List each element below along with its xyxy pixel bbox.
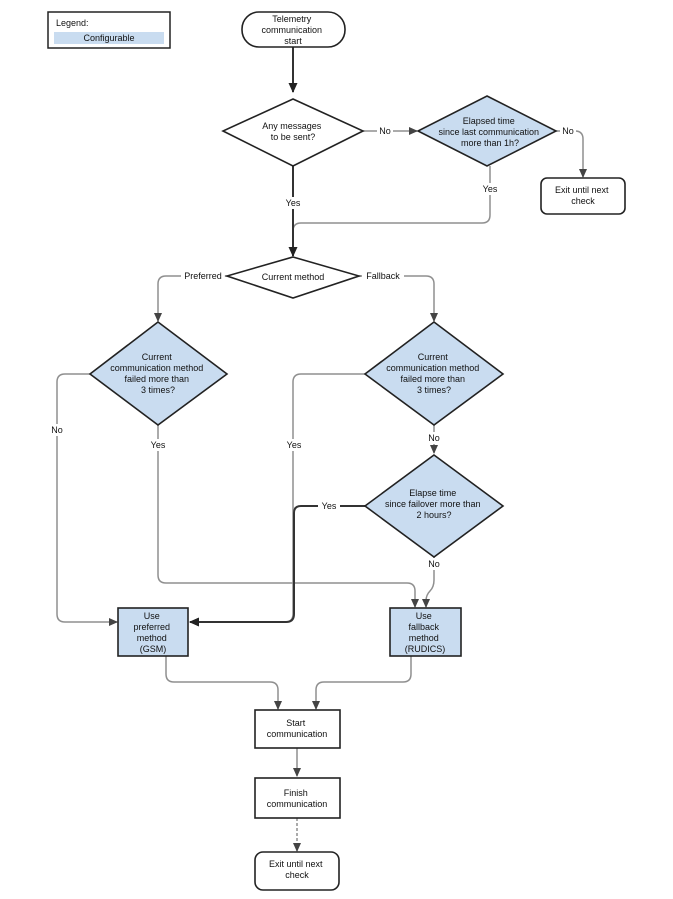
label-fallback-no: No bbox=[428, 433, 440, 443]
label-preferred-no: No bbox=[51, 425, 63, 435]
decision-any-messages-label: Any messages to be sent? bbox=[262, 121, 324, 142]
use-preferred-label: Use preferred method (GSM) bbox=[133, 611, 172, 654]
use-fallback-label: Use fallback method (RUDICS) bbox=[405, 611, 446, 654]
label-elapsed-no: No bbox=[562, 126, 574, 136]
exit-top-node bbox=[540, 177, 626, 215]
edge-fallback-yes bbox=[189, 373, 365, 626]
nodes: Telemetry communication start Any messag… bbox=[88, 11, 626, 891]
edge-fallback bbox=[359, 275, 438, 322]
label-preferred-yes: Yes bbox=[151, 440, 166, 450]
label-any-yes: Yes bbox=[286, 198, 301, 208]
decision-fallback-failed-label: Current communication method failed more… bbox=[386, 352, 482, 395]
use-preferred-node bbox=[117, 607, 189, 657]
edge-fallback-to-start bbox=[312, 656, 412, 710]
label-fallback: Fallback bbox=[366, 271, 400, 281]
label-fallback-yes: Yes bbox=[287, 440, 302, 450]
label-failover-yes: Yes bbox=[322, 501, 337, 511]
edge-failover-no bbox=[422, 557, 435, 608]
decision-elapsed-time-label: Elapsed time since last communication mo… bbox=[438, 116, 541, 148]
finish-communication-node bbox=[254, 777, 341, 819]
label-preferred: Preferred bbox=[184, 271, 222, 281]
start-node-label: Telemetry communication start bbox=[261, 14, 324, 46]
exit-top-label: Exit until next check bbox=[555, 185, 611, 206]
start-communication-label: Start communication bbox=[267, 718, 328, 739]
finish-communication-label: Finish communication bbox=[267, 788, 328, 809]
exit-bottom-label: Exit until next check bbox=[269, 859, 325, 880]
legend-title: Legend: bbox=[56, 18, 89, 28]
edge-preferred-yes bbox=[157, 425, 419, 608]
legend-swatch bbox=[54, 32, 164, 44]
decision-elapsed-time bbox=[416, 95, 558, 167]
start-node bbox=[241, 11, 346, 48]
use-fallback-node bbox=[389, 607, 462, 657]
decision-failover-time bbox=[363, 454, 505, 558]
decision-any-messages bbox=[221, 98, 365, 167]
edge-preferred bbox=[154, 275, 227, 322]
edges bbox=[56, 47, 587, 852]
edge-elapsed-yes bbox=[292, 166, 491, 255]
edge-preferred-no bbox=[56, 373, 118, 626]
start-communication-node bbox=[254, 709, 341, 749]
decision-preferred-failed bbox=[88, 320, 229, 426]
decision-current-method bbox=[224, 256, 362, 299]
decision-preferred-failed-label: Current communication method failed more… bbox=[110, 352, 206, 395]
decision-fallback-failed bbox=[363, 320, 505, 426]
label-elapsed-yes: Yes bbox=[483, 184, 498, 194]
decision-failover-time-label: Elapse time since failover more than 2 h… bbox=[385, 488, 483, 520]
decision-current-method-label: Current method bbox=[262, 272, 325, 282]
legend-item-label: Configurable bbox=[83, 33, 134, 43]
edge-failover-yes bbox=[189, 505, 365, 627]
edge-preferred-to-start bbox=[165, 656, 282, 710]
label-failover-no: No bbox=[428, 559, 440, 569]
exit-bottom-node bbox=[254, 851, 340, 891]
label-any-no: No bbox=[379, 126, 391, 136]
edge-labels: No No Yes Yes Preferred Fallback No Yes … bbox=[48, 125, 576, 570]
legend: Legend: Configurable bbox=[47, 11, 171, 49]
edge-elapsed-no bbox=[556, 130, 587, 178]
